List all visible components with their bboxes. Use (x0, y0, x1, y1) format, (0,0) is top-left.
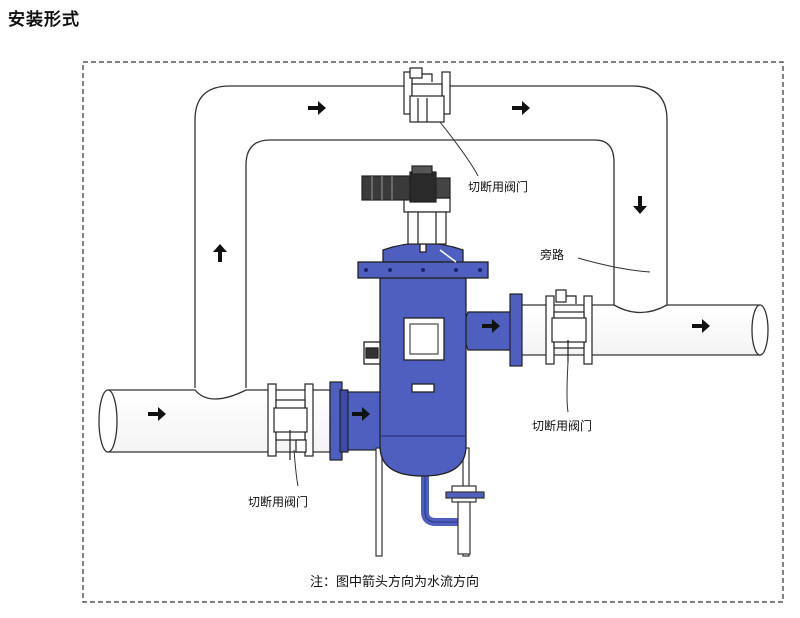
page-title: 安装形式 (8, 10, 80, 30)
flow-arrow-icon (633, 196, 647, 214)
right-valve (545, 289, 593, 365)
label-bypass: 旁路 (540, 247, 564, 262)
flow-arrow-icon (148, 407, 166, 421)
flow-arrows (148, 101, 710, 421)
top-valve (403, 67, 451, 123)
motor-drive (361, 165, 451, 245)
left-valve (267, 383, 314, 460)
flow-arrow-icon (692, 319, 710, 333)
dashed-frame (82, 61, 784, 603)
filter-body (357, 242, 489, 477)
inlet-flange (329, 381, 383, 461)
label-valve-right: 切断用阀门 (532, 418, 592, 433)
flow-arrow-icon (512, 101, 530, 115)
flow-arrow-icon (352, 407, 370, 421)
flow-arrow-icon (308, 101, 326, 115)
drain-pipe (421, 468, 485, 555)
label-valve-top: 切断用阀门 (468, 179, 528, 194)
leader-lines (293, 121, 651, 487)
flow-note: 注：图中箭头方向为水流方向 (310, 574, 479, 590)
label-valve-left: 切断用阀门 (248, 494, 308, 509)
flow-arrow-icon (482, 319, 500, 333)
flow-arrow-icon (213, 244, 227, 262)
